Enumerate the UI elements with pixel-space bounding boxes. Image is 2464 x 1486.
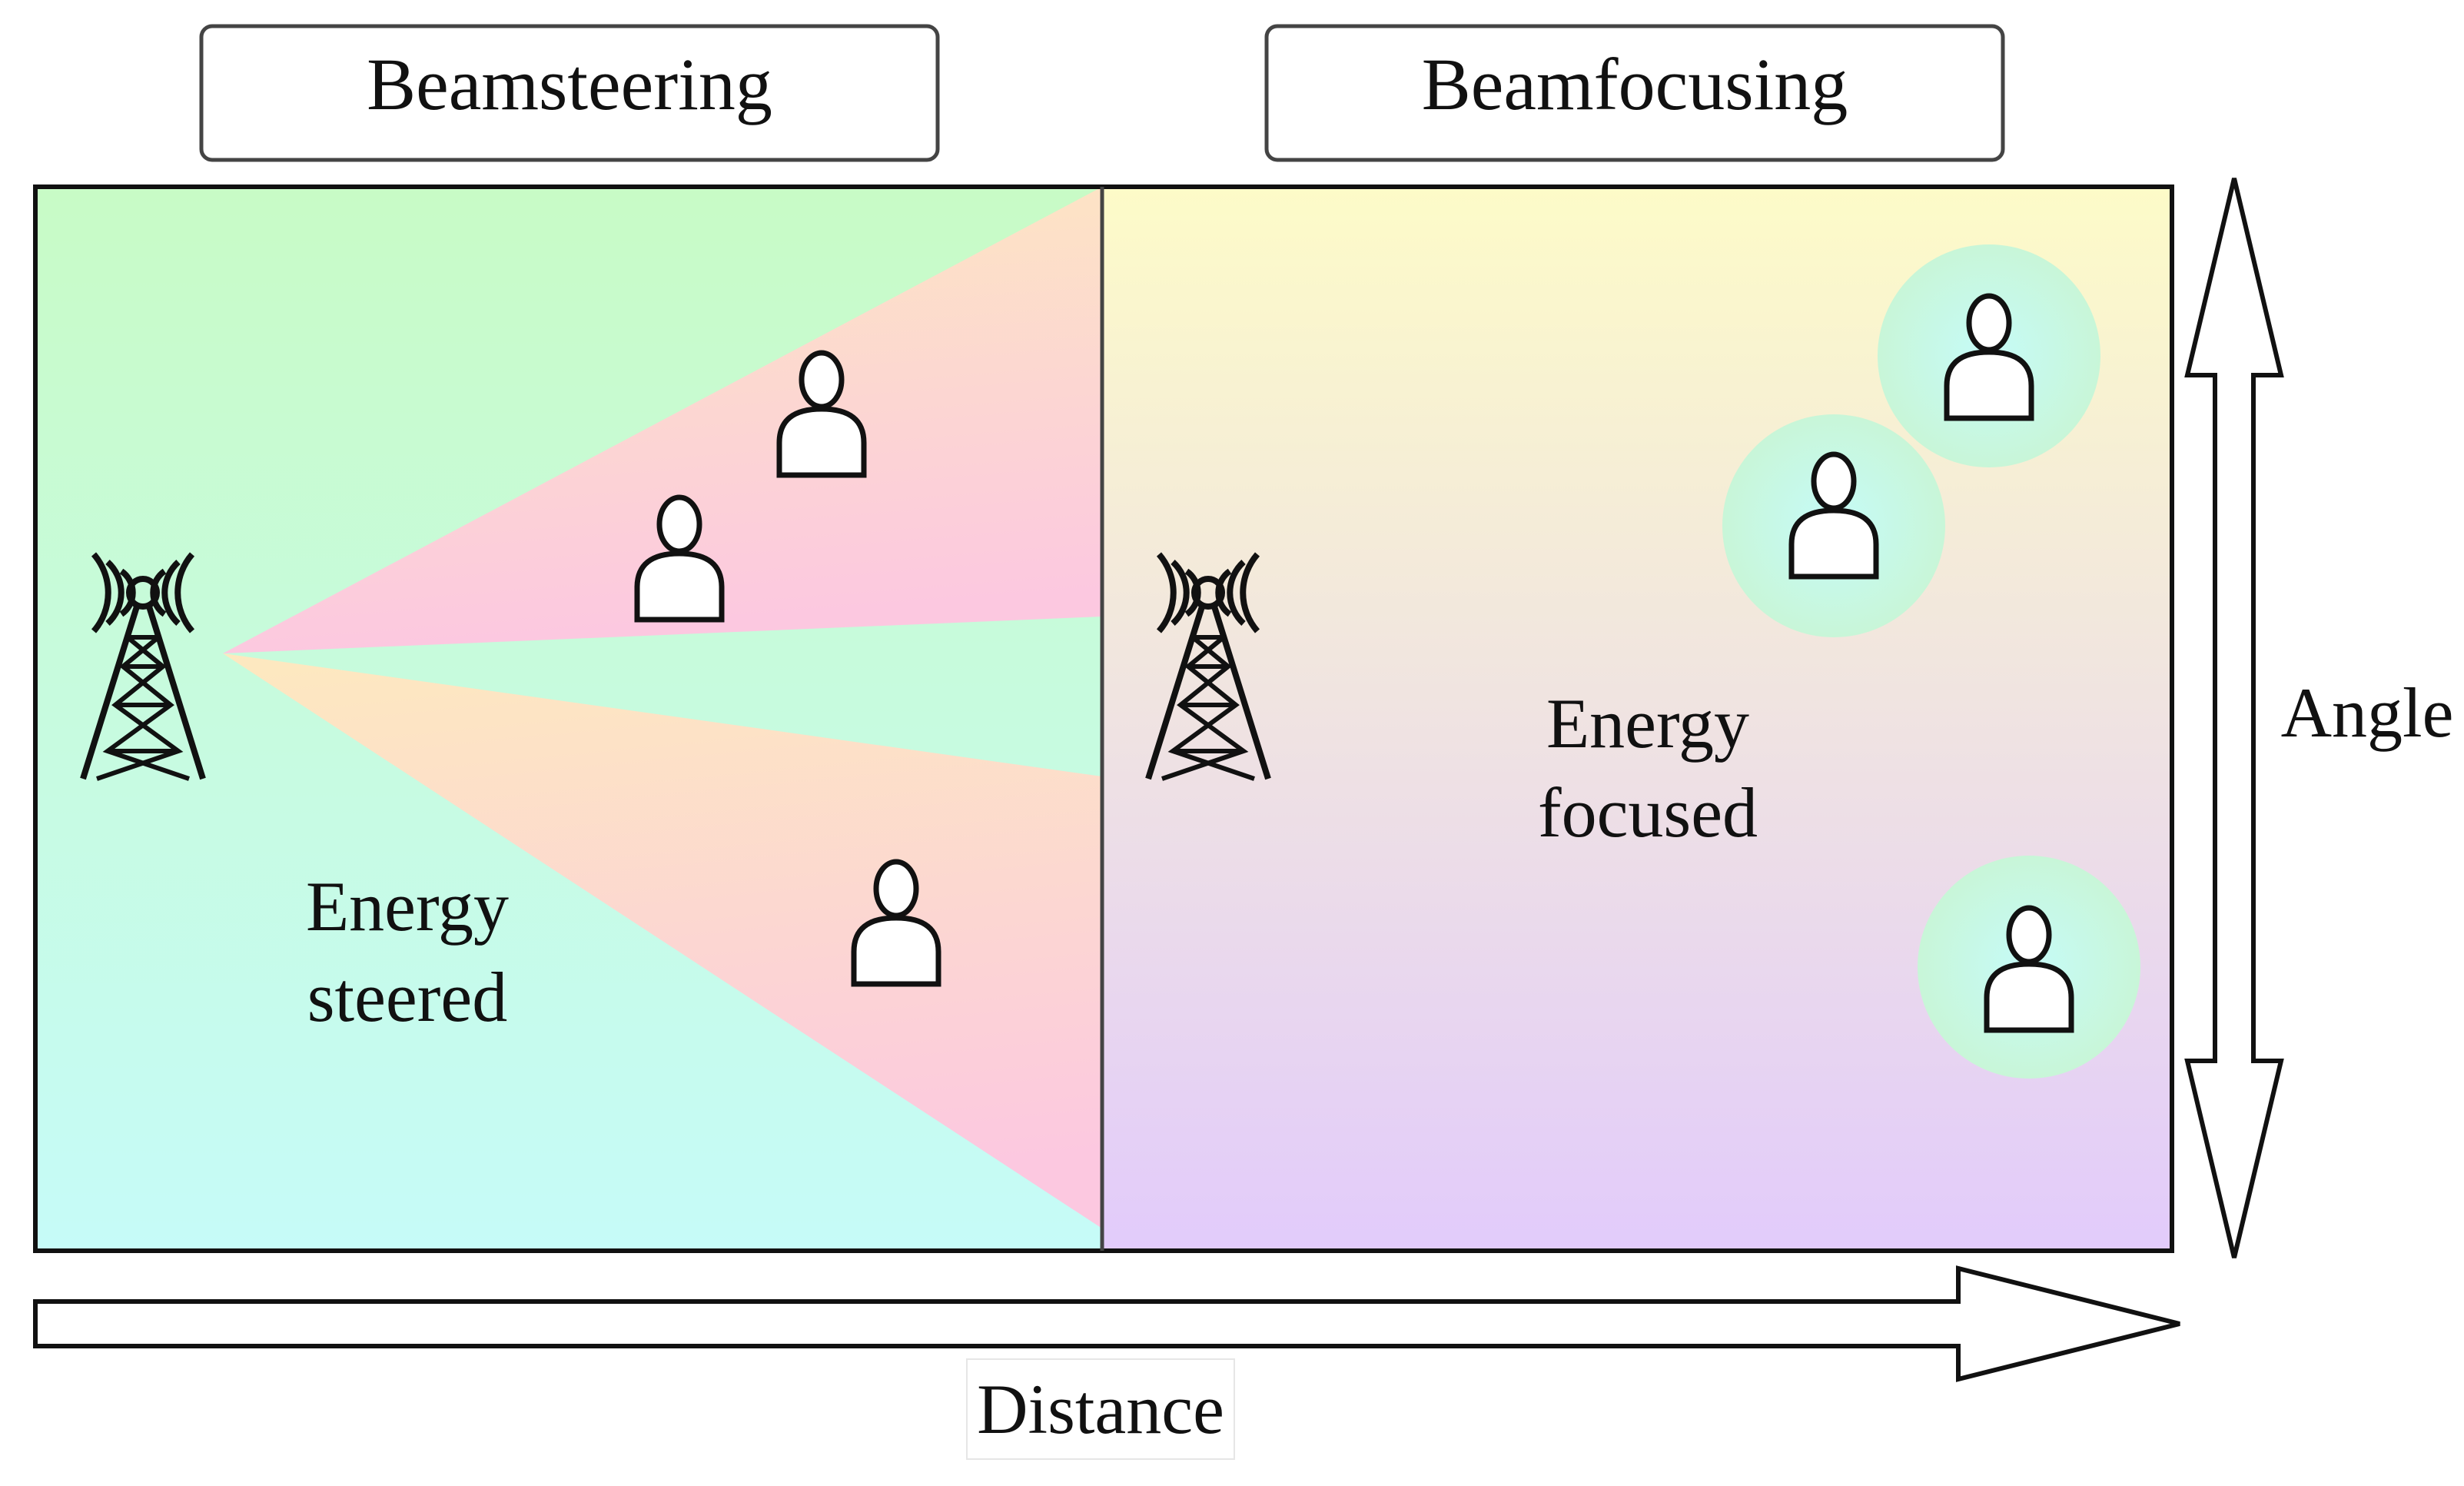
beamfocusing-panel: Energy focused: [1102, 187, 2172, 1251]
energy-steered-line2: steered: [307, 958, 508, 1036]
beamfocusing-label: Beamfocusing: [1422, 43, 1848, 125]
energy-steered-line1: Energy: [306, 867, 509, 946]
energy-focused-line2: focused: [1538, 773, 1758, 852]
steered-beam-upper: [223, 187, 1102, 653]
beamfocusing-header: Beamfocusing: [1264, 24, 2005, 162]
distance-arrow: [33, 1265, 2180, 1382]
energy-focused-line1: Energy: [1546, 684, 1749, 763]
angle-arrow: [2184, 178, 2284, 1258]
steered-beam-lower: [223, 653, 1102, 1228]
beamsteering-label: Beamsteering: [367, 43, 772, 125]
angle-label: Angle: [2281, 673, 2454, 752]
distance-label: Distance: [977, 1370, 1224, 1448]
beamsteering-header: Beamsteering: [199, 24, 940, 162]
beamsteering-panel: Energy steered: [35, 187, 1102, 1251]
